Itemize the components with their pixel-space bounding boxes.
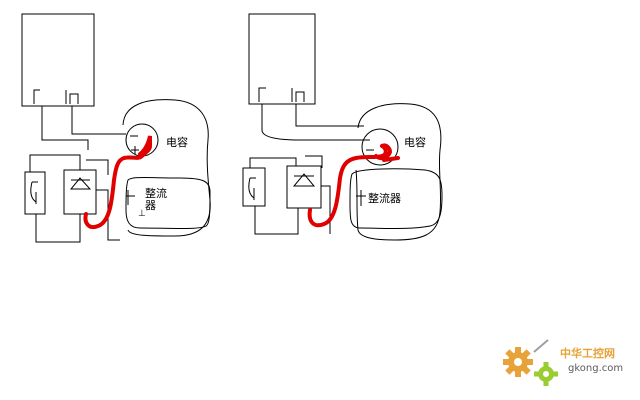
small-component xyxy=(242,167,266,207)
capacitor-outline xyxy=(122,99,211,237)
rectifier-small-mark: ⊥ xyxy=(138,209,146,219)
diagram-2 xyxy=(242,13,443,241)
capacitor-symbol xyxy=(361,128,399,166)
red-wire-1 xyxy=(83,135,152,229)
diagram-2-labels: 电容 整流器 xyxy=(368,135,426,205)
diode-symbol xyxy=(292,173,316,187)
watermark-site-cn: 中华工控网 xyxy=(560,346,615,360)
device-box xyxy=(248,13,316,105)
diode-box xyxy=(63,169,97,215)
rectifier-label-line2: 器 xyxy=(145,199,156,212)
device-terminals xyxy=(258,87,305,102)
small-component xyxy=(24,171,46,215)
diode-symbol xyxy=(69,177,92,190)
rectifier-label: 整流器 xyxy=(368,191,401,205)
device-box xyxy=(21,13,95,107)
diode-box xyxy=(286,165,322,209)
watermark-site-en: gkong.com xyxy=(568,363,623,374)
capacitor-label: 电容 xyxy=(166,135,188,149)
gear-icon xyxy=(503,347,533,377)
gear-icon-small xyxy=(534,362,558,386)
device-terminals xyxy=(33,89,79,104)
diagram-1-labels: 电容 整流 器 ⊥ xyxy=(138,135,188,219)
rectifier-label: 整流 xyxy=(145,186,167,200)
capacitor-outline xyxy=(355,103,442,241)
capacitor-label: 电容 xyxy=(404,135,426,149)
rectifier-box xyxy=(125,177,211,229)
diagram-1 xyxy=(21,13,211,243)
rectifier-box xyxy=(349,168,443,229)
watermark: 中华工控网 gkong.com xyxy=(503,339,623,386)
red-wire-2 xyxy=(307,143,400,228)
